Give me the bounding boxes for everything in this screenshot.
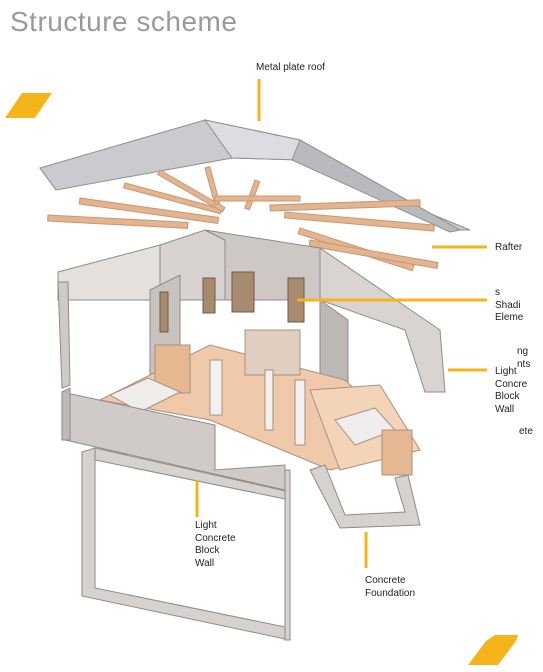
metal-roof [39,119,471,233]
label-concrete-partial: ete [519,426,533,437]
page-title: Structure scheme [10,6,238,37]
label-shading-elements: s Shadi Eleme [495,287,524,323]
label-concrete-foundation: Concrete Foundation [365,575,416,599]
label-light-block-wall-right: Light Concre Block Wall [495,366,528,415]
lower-walls [61,387,286,491]
leader-lines [195,79,487,568]
label-rafter: Rafter [495,242,523,253]
shading-elements [159,271,305,333]
concrete-foundation [81,447,421,641]
floor-and-furniture [98,329,422,476]
logo-mark-bottom [468,635,518,665]
label-roof: Metal plate roof [256,62,325,73]
rafters [47,166,439,272]
label-lighting-elements: ng nts [517,346,531,370]
logo-mark-top [5,93,55,118]
label-light-block-wall-left: Light Concrete Block Wall [195,520,236,569]
